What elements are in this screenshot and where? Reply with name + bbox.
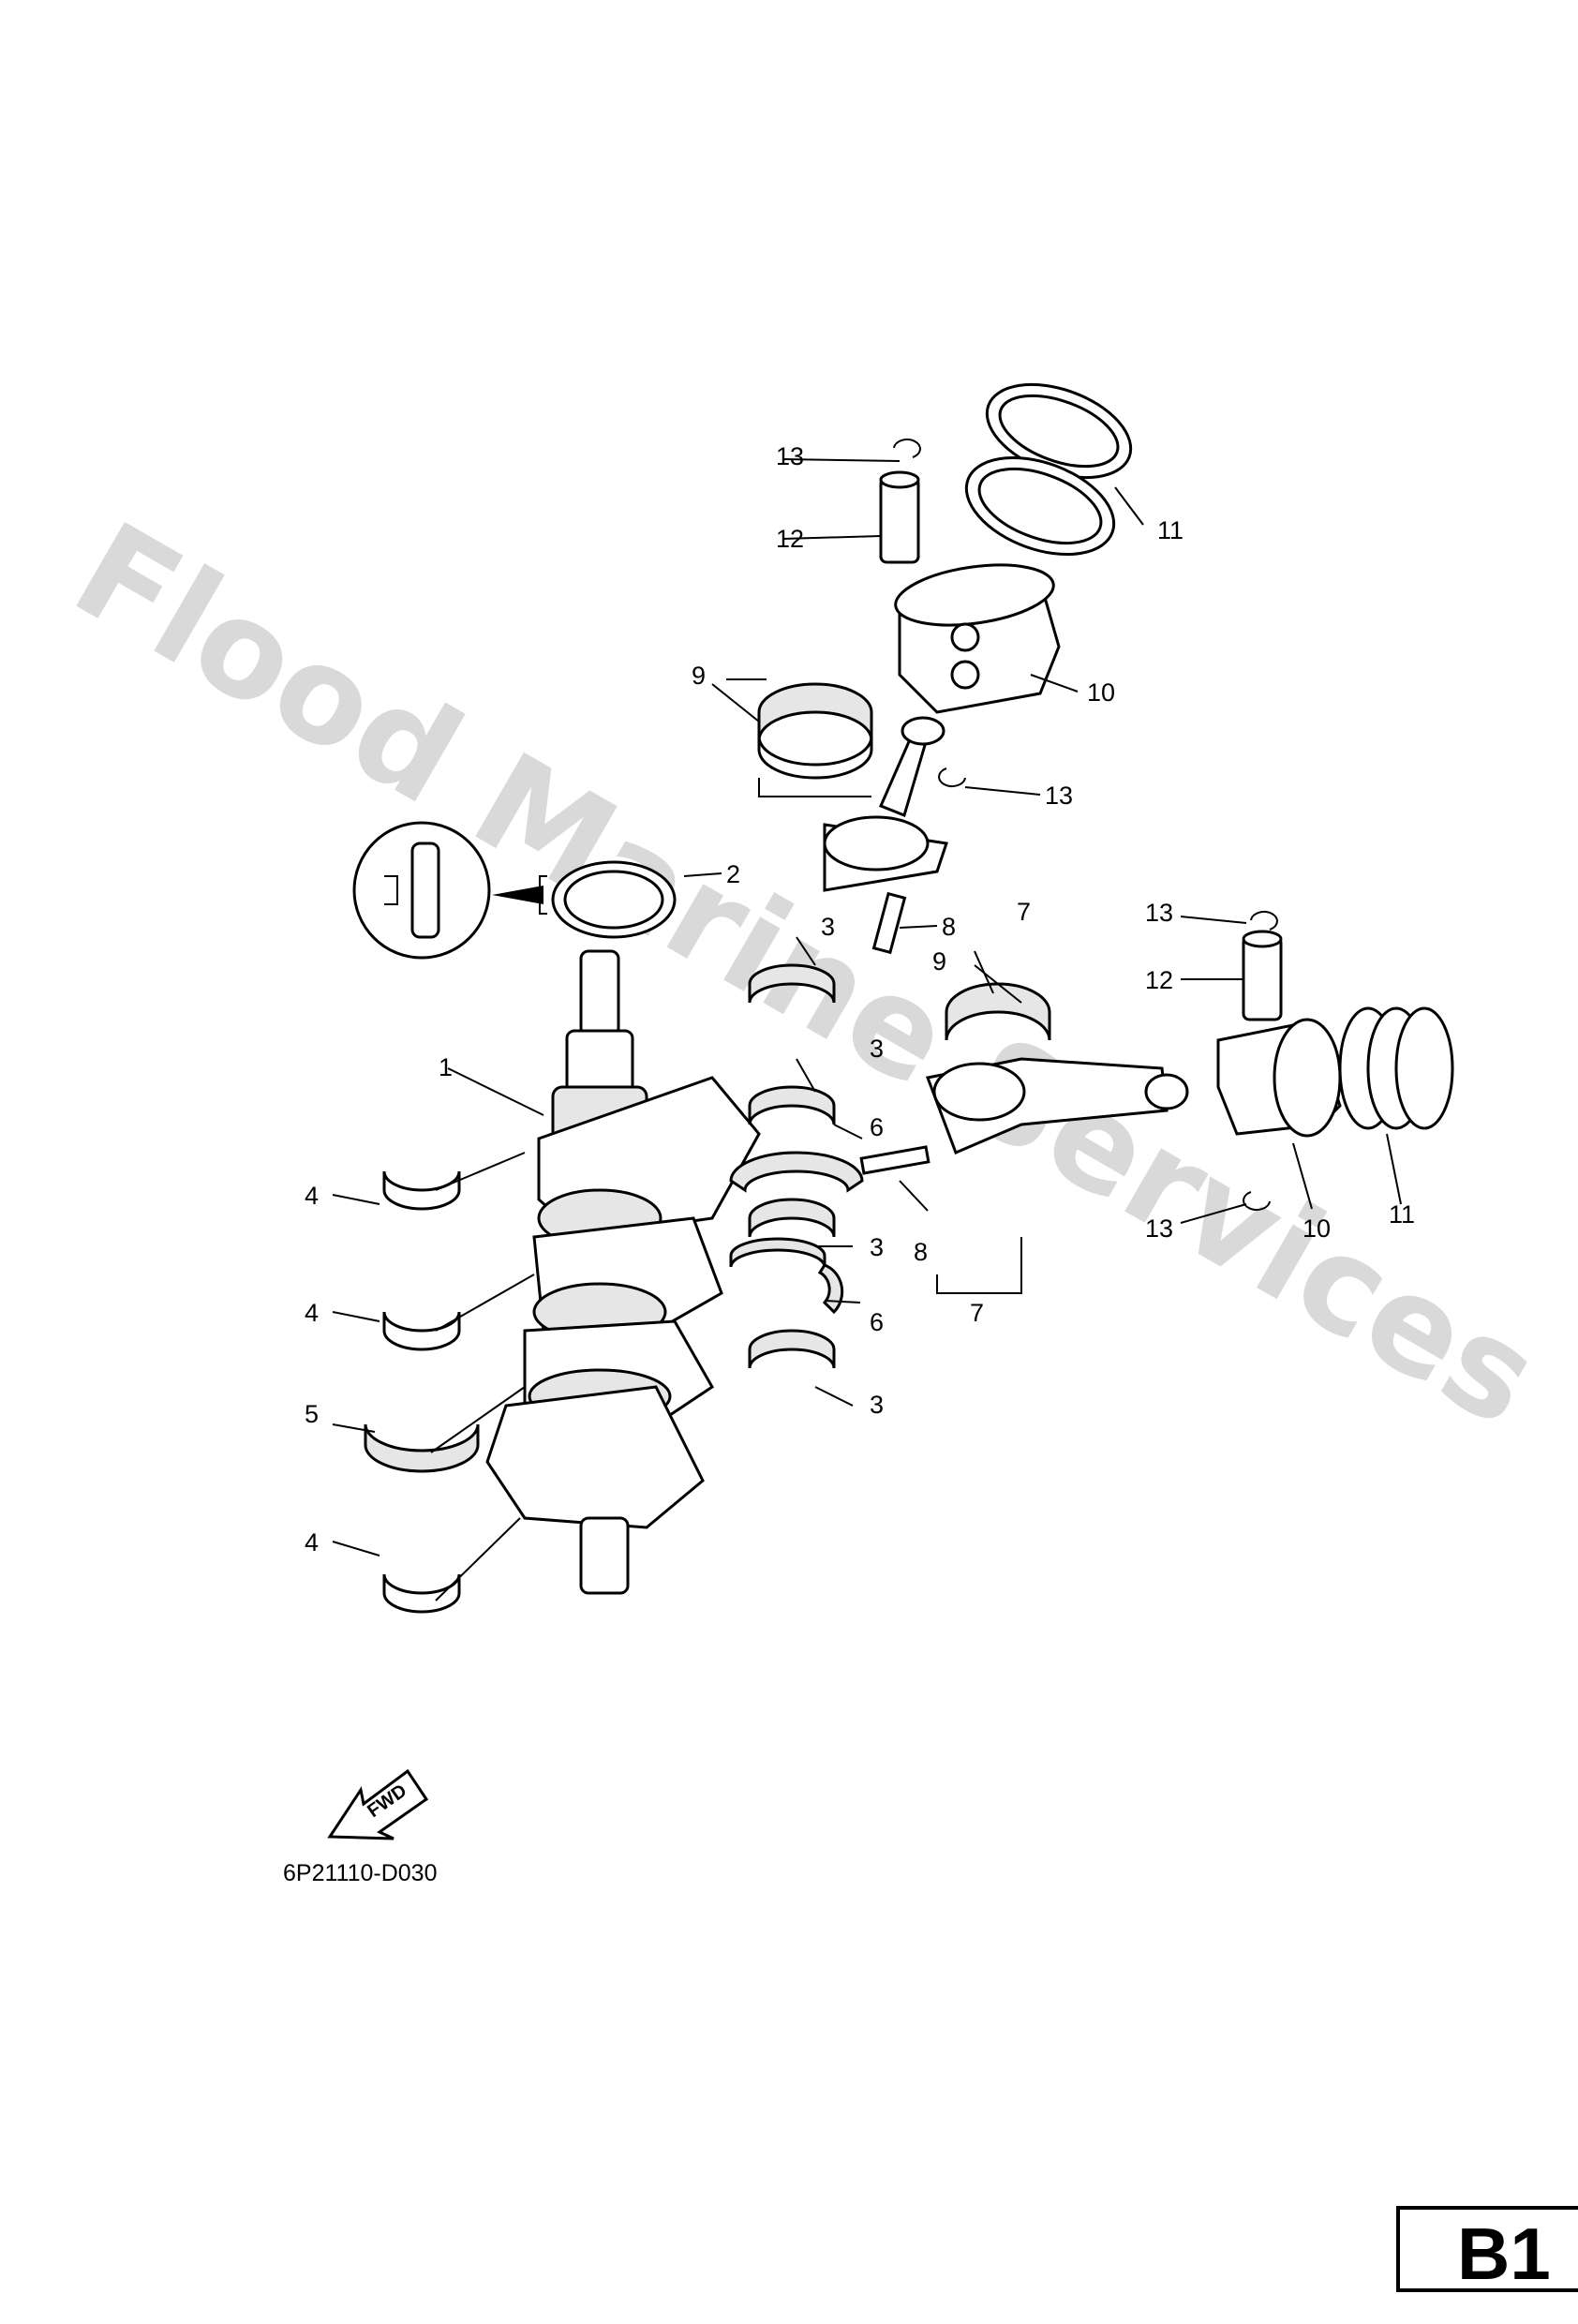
bearing-shell-b <box>748 1085 836 1125</box>
callout-8b: 8 <box>914 1238 928 1266</box>
callout-2: 2 <box>726 860 740 888</box>
callout-3b: 3 <box>870 1035 884 1063</box>
callout-8a: 8 <box>942 913 956 941</box>
callout-13a: 13 <box>776 442 804 470</box>
leader-lines <box>332 458 1402 1601</box>
circlip-right-top <box>1250 911 1278 931</box>
connecting-rod-right <box>925 1057 1189 1155</box>
bearing-shell-a <box>748 963 836 1004</box>
callout-13c: 13 <box>1145 899 1173 927</box>
thrust-washer-b <box>817 1263 844 1315</box>
callout-3d: 3 <box>870 1391 884 1419</box>
callout-5: 5 <box>305 1400 319 1428</box>
main-bearing-3 <box>382 1573 461 1614</box>
crankshaft <box>485 949 761 1595</box>
callout-10b: 10 <box>1303 1214 1331 1243</box>
circlip-upper-bottom <box>938 767 966 787</box>
oil-seal <box>551 860 677 939</box>
piston-upper <box>894 563 1061 714</box>
rod-bolt-upper <box>871 891 907 955</box>
circlip-upper-top <box>893 439 921 458</box>
oil-seal-detail-callout <box>352 821 547 960</box>
thrust-main-bearing <box>364 1423 480 1473</box>
page-badge-label: B1 <box>1457 2212 1551 2295</box>
rod-bolt-right <box>859 1145 930 1175</box>
main-bearing-2 <box>382 1311 461 1351</box>
callout-9b: 9 <box>932 947 946 976</box>
piston-ring-set-upper <box>964 382 1133 557</box>
connecting-rod-upper <box>823 716 948 892</box>
bearing-pair-upper <box>757 682 873 780</box>
main-bearing-1 <box>382 1170 461 1211</box>
piston-pin-right <box>1242 930 1283 1021</box>
callout-7b: 7 <box>970 1299 984 1327</box>
piston-pin-upper <box>879 470 920 564</box>
callout-12a: 12 <box>776 525 804 553</box>
callout-6a: 6 <box>870 1113 884 1141</box>
callout-3c: 3 <box>870 1233 884 1261</box>
callout-11a: 11 <box>1157 516 1184 544</box>
thrust-washer-a <box>729 1151 864 1193</box>
bearing-shell-c <box>748 1198 836 1238</box>
bearing-shell-e <box>748 1329 836 1369</box>
callout-3a: 3 <box>821 913 835 941</box>
circlip-right-bottom <box>1243 1191 1271 1211</box>
piston-ring-set-right <box>1338 1006 1454 1130</box>
callout-11b: 11 <box>1389 1200 1415 1229</box>
callout-9a: 9 <box>692 662 706 690</box>
callout-4c: 4 <box>305 1528 319 1557</box>
callout-10a: 10 <box>1087 678 1115 707</box>
callout-7a: 7 <box>1017 898 1031 926</box>
callout-4a: 4 <box>305 1182 319 1210</box>
callout-13b: 13 <box>1045 782 1073 810</box>
callout-1: 1 <box>439 1053 453 1081</box>
drawing-code: 6P21110-D030 <box>283 1860 437 1886</box>
callout-12b: 12 <box>1145 966 1173 994</box>
page-badge: B1 <box>1396 2206 1578 2295</box>
callout-6b: 6 <box>870 1308 884 1336</box>
callout-4b: 4 <box>305 1299 319 1327</box>
piston-right <box>1216 1018 1342 1138</box>
bearing-pair-right <box>945 982 1051 1041</box>
fwd-arrow-icon: FWD <box>327 1768 429 1840</box>
callout-13d: 13 <box>1145 1214 1173 1243</box>
bearing-shell-d <box>729 1237 826 1268</box>
